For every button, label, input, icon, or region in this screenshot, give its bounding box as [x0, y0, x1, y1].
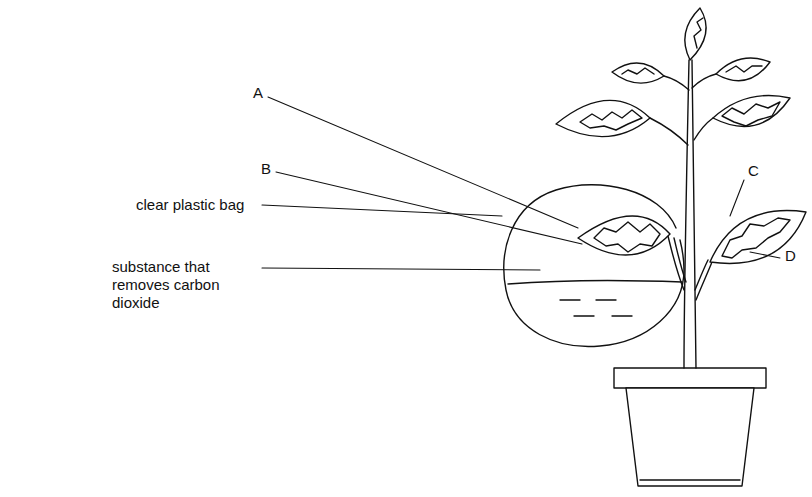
callout-letter: D	[785, 247, 799, 265]
part-label: substance that removes carbon dioxide	[112, 258, 262, 312]
callout-letter: C	[748, 162, 762, 180]
flower-pot	[614, 368, 766, 486]
callout-letter: A	[253, 84, 267, 102]
callout-letter: B	[261, 160, 275, 178]
leaves	[556, 8, 806, 263]
plastic-bag	[504, 185, 684, 347]
leader-lines	[262, 97, 780, 270]
part-label: clear plastic bag	[136, 196, 260, 214]
